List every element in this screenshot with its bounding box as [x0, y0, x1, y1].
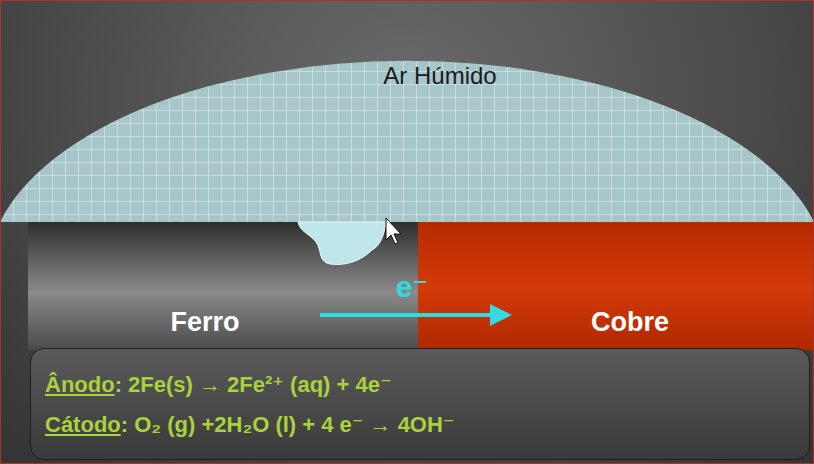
copper-bar: Cobre	[418, 222, 814, 350]
metal-label: Ferro	[170, 307, 239, 338]
electrode-name: Cátodo	[45, 412, 121, 437]
water-droplet	[298, 222, 386, 264]
half-reaction: : O₂ (g) +2H₂O (l) + 4 e⁻ → 4OH⁻	[121, 412, 455, 437]
electron-label: e⁻	[396, 269, 429, 304]
humid-air-dome: Ar Húmido	[0, 6, 814, 222]
equation-line: Cátodo: O₂ (g) +2H₂O (l) + 4 e⁻ → 4OH⁻	[45, 405, 795, 445]
equation-line: Ânodo: 2Fe(s) → 2Fe²⁺ (aq) + 4e⁻	[45, 365, 795, 405]
metal-label: Cobre	[591, 307, 669, 338]
dome-shape	[0, 6, 814, 222]
electron-arrowhead	[490, 304, 512, 326]
electrode-name: Ânodo	[45, 372, 115, 397]
equation-box: Ânodo: 2Fe(s) → 2Fe²⁺ (aq) + 4e⁻Cátodo: …	[30, 348, 810, 460]
humid-air-region	[0, 61, 814, 222]
region-label: Ar Húmido	[383, 62, 496, 90]
mouse-cursor	[386, 218, 401, 244]
half-reaction: : 2Fe(s) → 2Fe²⁺ (aq) + 4e⁻	[115, 372, 392, 397]
electron-flow-arrow	[320, 313, 492, 317]
